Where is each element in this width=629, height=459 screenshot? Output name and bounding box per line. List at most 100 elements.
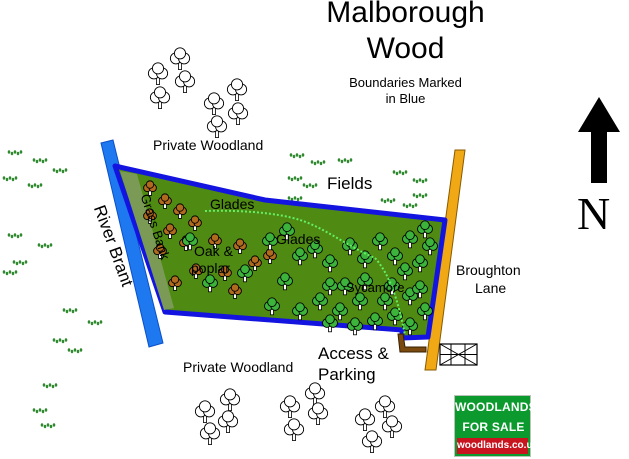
tree-icon: [264, 297, 280, 316]
gate-icon: [439, 343, 478, 366]
map-subtitle-line1: Boundaries Marked: [349, 75, 462, 90]
access-parking-label-line1: Access &: [318, 344, 389, 363]
tree-icon: [292, 302, 308, 321]
tree-icon: [206, 115, 228, 139]
tree-icon: [361, 430, 383, 454]
grass-tuft: [67, 348, 83, 354]
tree-icon: [189, 263, 203, 279]
grass-tuft: [42, 383, 58, 389]
grass-tuft: [402, 203, 418, 209]
tree-icon: [143, 180, 157, 196]
north-arrow-icon: [578, 97, 620, 183]
grass-tuft: [32, 408, 48, 414]
badge-line2: FOR SALE: [462, 420, 525, 434]
tree-icon: [153, 243, 167, 259]
tree-icon: [422, 237, 438, 256]
tree-icon: [292, 247, 308, 266]
tree-icon: [237, 264, 253, 283]
tree-icon: [163, 223, 177, 239]
tree-icon: [217, 410, 239, 434]
tree-icon: [322, 254, 338, 273]
grass-tuft: [52, 338, 68, 344]
tree-icon: [202, 274, 218, 293]
tree-icon: [372, 232, 388, 251]
grass-tuft: [12, 260, 28, 266]
grass-tuft: [2, 176, 18, 182]
tree-icon: [357, 272, 373, 291]
tree-icon: [322, 277, 338, 296]
field-tufts: [2, 150, 428, 429]
tree-icon: [173, 203, 187, 219]
tree-icon: [147, 62, 169, 86]
grass-tuft: [337, 158, 353, 164]
tree-icon: [208, 233, 222, 249]
woodland-trees: [143, 180, 438, 336]
river-brant: [100, 139, 164, 348]
tree-icon: [402, 317, 418, 336]
tree-icon: [262, 232, 278, 251]
tree-icon: [402, 287, 418, 306]
grass-tuft: [412, 178, 428, 184]
outside-trees: [147, 47, 403, 454]
grass-tuft: [7, 233, 23, 239]
tree-icon: [367, 312, 383, 331]
tree-icon: [312, 292, 328, 311]
grass-tuft: [412, 193, 428, 199]
tree-icon: [283, 418, 305, 442]
tree-icon: [387, 247, 403, 266]
north-label: N: [577, 188, 611, 239]
tree-icon: [169, 47, 191, 71]
tree-icon: [307, 402, 329, 426]
tree-icon: [143, 208, 157, 224]
tree-icon: [168, 275, 182, 291]
tree-icon: [248, 255, 262, 271]
broughton-lane-label-line2: Lane: [475, 280, 507, 296]
grass-tuft: [380, 198, 396, 204]
grass-tuft: [62, 308, 78, 314]
tree-icon: [194, 400, 216, 424]
grass-tuft: [302, 183, 318, 189]
tree-icon: [188, 215, 202, 231]
woodlands-for-sale-badge[interactable]: WOODLANDS FOR SALE woodlands.co.uk: [454, 395, 538, 457]
glades-label-west: Glades: [210, 196, 255, 212]
grass-tuft: [2, 270, 18, 276]
grass-tuft: [32, 158, 48, 164]
tree-icon: [228, 283, 242, 299]
broughton-lane-label-line1: Broughton: [456, 262, 521, 278]
tree-icon: [233, 238, 247, 254]
grass-tuft: [37, 243, 53, 249]
tree-icon: [357, 250, 373, 269]
tree-icon: [347, 317, 363, 336]
tree-icon: [226, 78, 248, 102]
tree-icon: [402, 230, 418, 249]
tree-icon: [182, 232, 198, 251]
tree-icon: [377, 292, 393, 311]
map-title-line1: Malborough: [326, 0, 485, 29]
grass-tuft: [27, 183, 43, 189]
tree-icon: [412, 280, 428, 299]
tree-icon: [322, 314, 338, 333]
tree-icon: [381, 415, 403, 439]
grass-tuft: [287, 196, 303, 202]
map-subtitle-line2: in Blue: [385, 91, 426, 106]
glades-label-centre: Glades: [276, 231, 321, 247]
tree-icon: [218, 265, 232, 281]
tree-icon: [354, 408, 376, 432]
tree-icon: [263, 248, 277, 264]
sycamore-label: Sycamore: [346, 280, 405, 295]
grass-tuft: [40, 423, 56, 429]
badge-url[interactable]: woodlands.co.uk: [457, 438, 538, 454]
tree-icon: [174, 70, 196, 94]
access-parking-label-line2: Parking: [318, 365, 376, 384]
glade-path: [204, 209, 406, 336]
tree-icon: [412, 254, 428, 273]
tree-icon: [219, 388, 241, 412]
badge-line1: WOODLANDS: [455, 400, 537, 414]
access-track: [397, 333, 427, 353]
grass-bank-strip: [120, 171, 174, 310]
private-woodland-north-label: Private Woodland: [153, 137, 264, 153]
tree-icon: [203, 92, 225, 116]
grass-tuft: [310, 160, 326, 166]
